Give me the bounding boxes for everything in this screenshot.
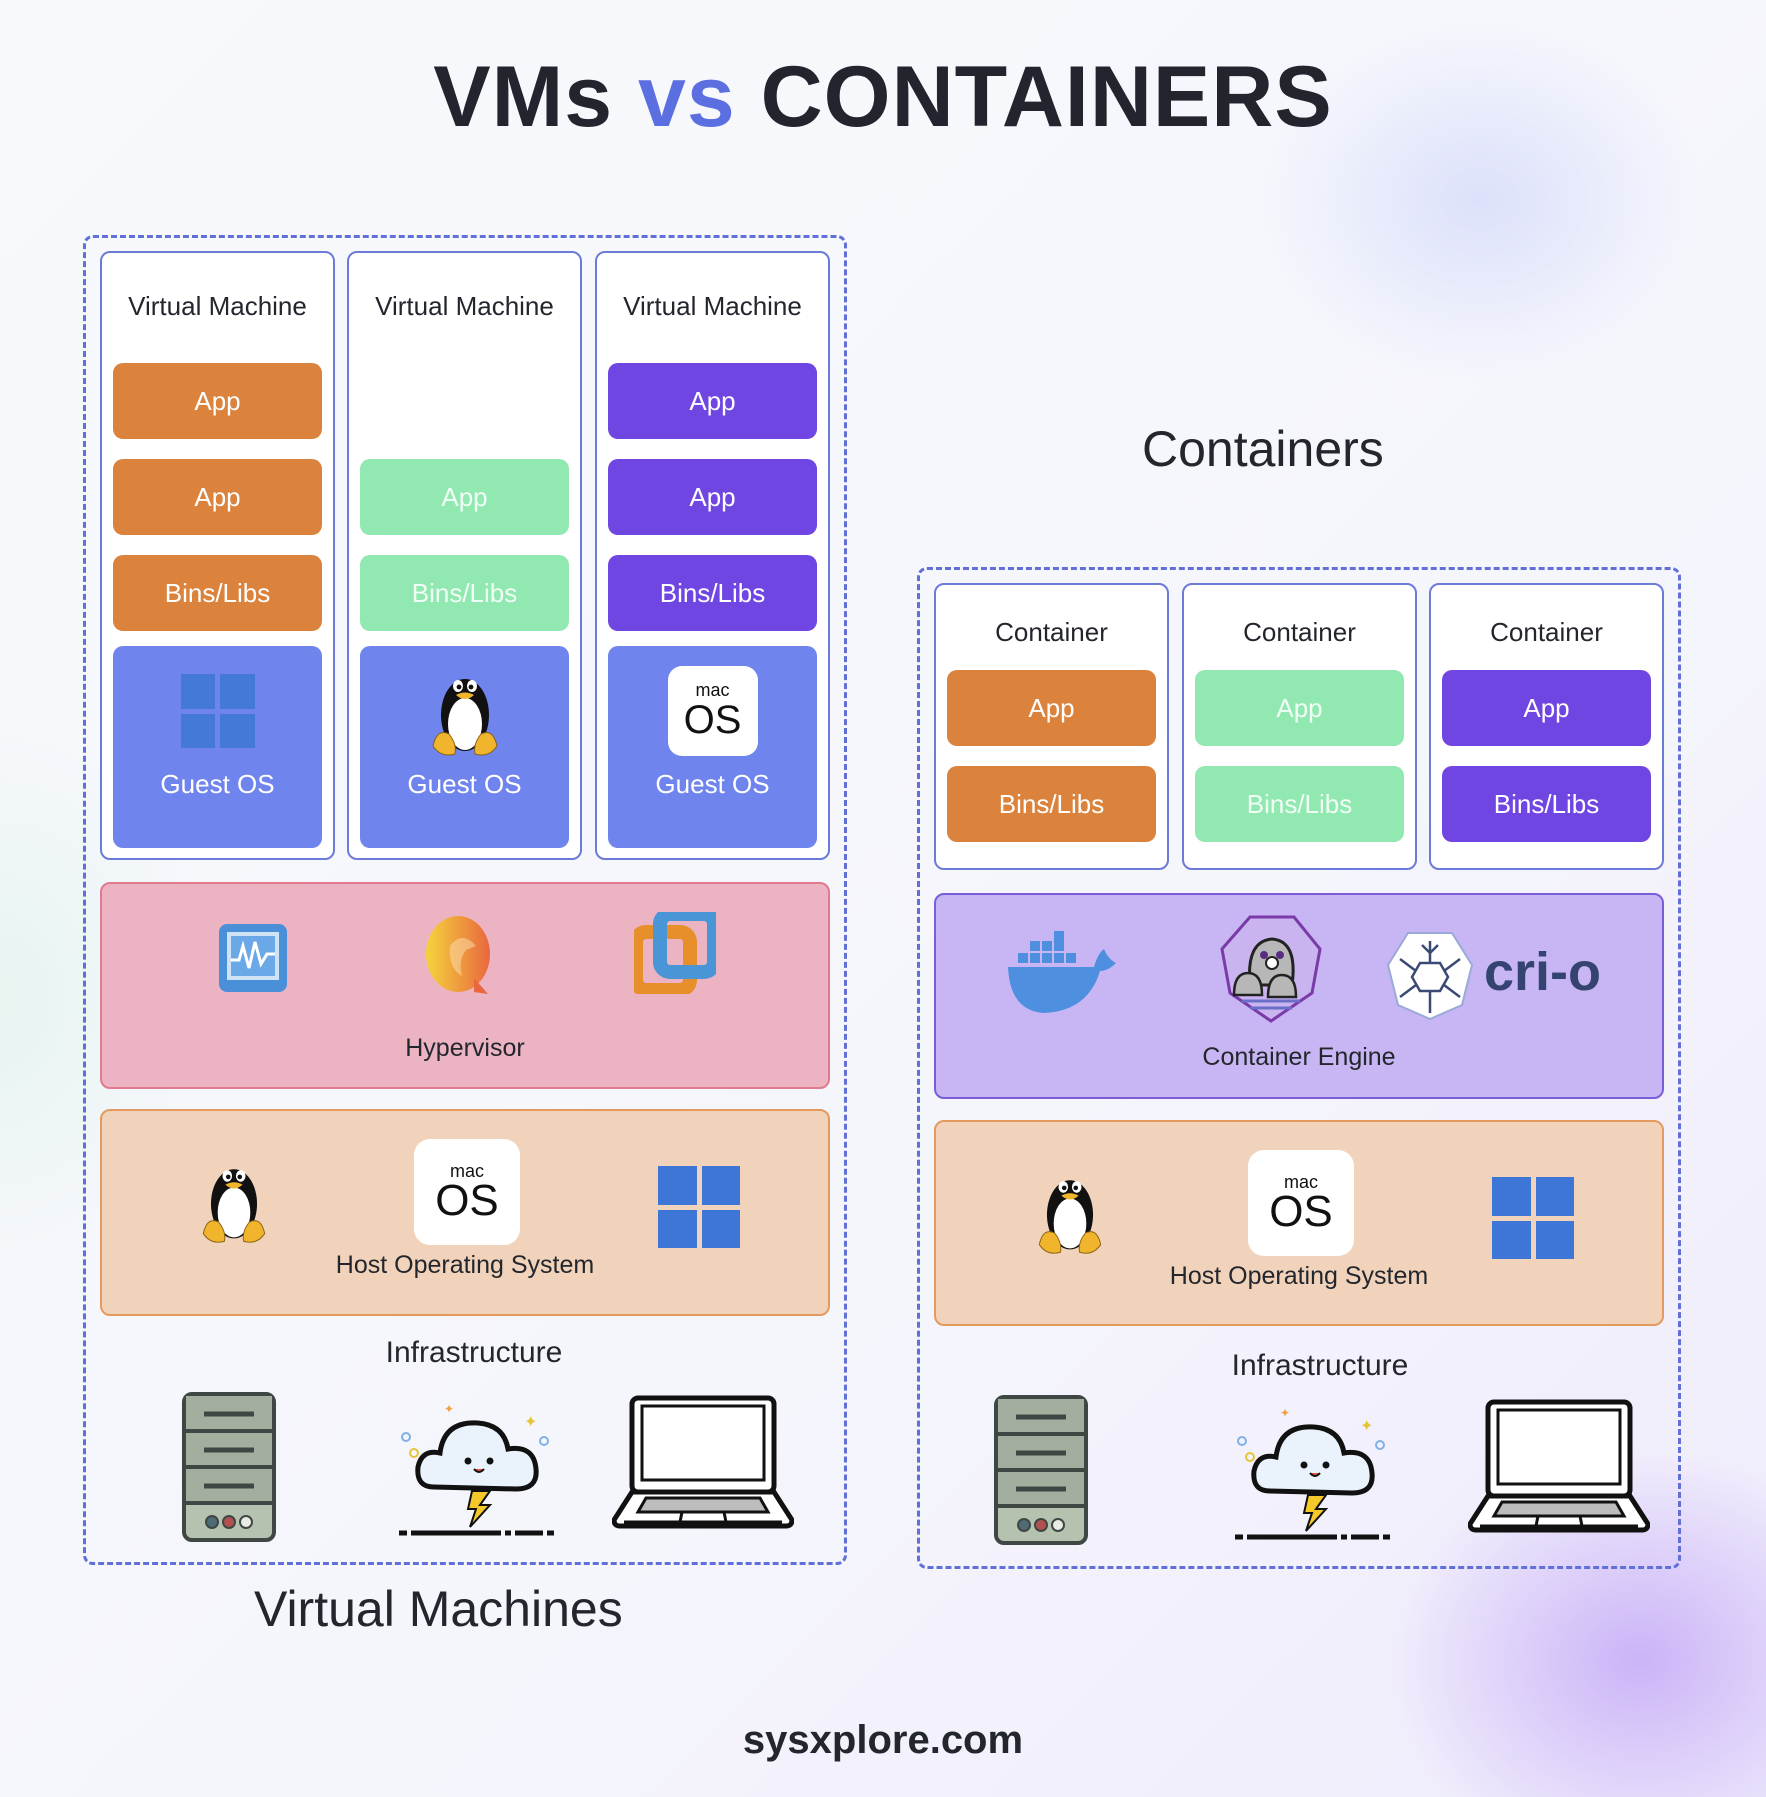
app-block: App [1442,670,1651,746]
vmware-icon [634,912,716,994]
app-block: App [947,670,1156,746]
cloud-icon: ✦✦ [399,1402,554,1536]
windows-icon [658,1166,740,1248]
guest-os-block: Guest OS [113,646,322,848]
vm-label: Virtual Machine [623,291,802,321]
container-engine-layer: cri-o Container Engine [934,893,1664,1099]
qemu-icon [426,916,490,994]
app-block: App [608,459,817,535]
bins-libs-block: Bins/Libs [1195,766,1404,842]
linux-tux-icon [431,679,498,756]
container-card: Container App Bins/Libs [934,583,1169,870]
container-label: Container [995,617,1108,647]
bins-libs-block: Bins/Libs [113,555,322,631]
hypervisor-label: Hypervisor [405,1034,525,1062]
podman-seals-icon [1220,915,1322,1023]
guest-os-label: Guest OS [655,769,770,799]
vm-section-frame [83,235,847,1565]
title-containers: CONTAINERS [760,49,1333,145]
vm-label: Virtual Machine [128,291,307,321]
bins-libs-block: Bins/Libs [360,555,569,631]
server-tower-icon [994,1395,1088,1545]
app-block: App [360,459,569,535]
crio-text: cri-o [1484,942,1602,1002]
bins-libs-block: Bins/Libs [1442,766,1651,842]
macos-icon: mac OS [414,1139,520,1245]
virtual-machine-card: Virtual Machine App App Bins/Libs Guest … [100,251,335,860]
laptop-icon [1468,1399,1650,1533]
svg-text:✦: ✦ [524,1414,537,1431]
virtualbox-monitor-icon [219,924,287,992]
guest-os-block: mac OS Guest OS [608,646,817,848]
virtual-machine-card: Virtual Machine App Bins/Libs Guest OS [347,251,582,860]
vm-section-title: Virtual Machines [254,1581,623,1637]
vm-label: Virtual Machine [375,291,554,321]
container-card: Container App Bins/Libs [1429,583,1664,870]
infrastructure-label: Infrastructure [1231,1349,1409,1382]
bins-libs-block: Bins/Libs [947,766,1156,842]
svg-text:✦: ✦ [1280,1406,1290,1420]
app-block: App [608,363,817,439]
container-card: Container App Bins/Libs [1182,583,1417,870]
windows-icon [1492,1177,1574,1259]
linux-tux-icon [202,1169,266,1243]
host-os-label: Host Operating System [1169,1262,1429,1290]
crio-icon [1386,932,1474,1021]
host-os-layer: mac OS Host Operating System [100,1109,830,1316]
cloud-icon: ✦✦ [1235,1406,1390,1540]
title-vs: vs [637,49,736,145]
title-vms: VMs [433,49,614,145]
hypervisor-layer: Hypervisor [100,882,830,1089]
macos-icon: mac OS [1248,1150,1354,1256]
footer-site-link[interactable]: sysxplore.com [742,1718,1024,1762]
app-block: App [113,363,322,439]
host-os-layer: mac OS Host Operating System [934,1120,1664,1326]
app-block: App [113,459,322,535]
container-engine-label: Container Engine [1202,1043,1396,1071]
app-block: App [1195,670,1404,746]
container-label: Container [1243,617,1356,647]
guest-os-label: Guest OS [160,769,275,799]
linux-tux-icon [1038,1180,1102,1254]
guest-os-label: Guest OS [407,769,522,799]
bins-libs-block: Bins/Libs [608,555,817,631]
laptop-icon [612,1395,794,1529]
svg-text:✦: ✦ [444,1402,454,1416]
svg-text:✦: ✦ [1360,1418,1373,1435]
guest-os-block: Guest OS [360,646,569,848]
docker-whale-icon [1008,931,1116,1013]
host-os-label: Host Operating System [335,1251,595,1279]
page-title: VMs vs CONTAINERS [0,48,1766,147]
container-section-frame [917,567,1681,1569]
container-label: Container [1490,617,1603,647]
virtual-machine-card: Virtual Machine App App Bins/Libs mac OS… [595,251,830,860]
infrastructure-label: Infrastructure [385,1336,563,1369]
windows-icon [180,674,255,748]
server-tower-icon [182,1392,276,1542]
macos-icon: mac OS [667,666,758,756]
containers-section-title: Containers [1142,421,1384,477]
